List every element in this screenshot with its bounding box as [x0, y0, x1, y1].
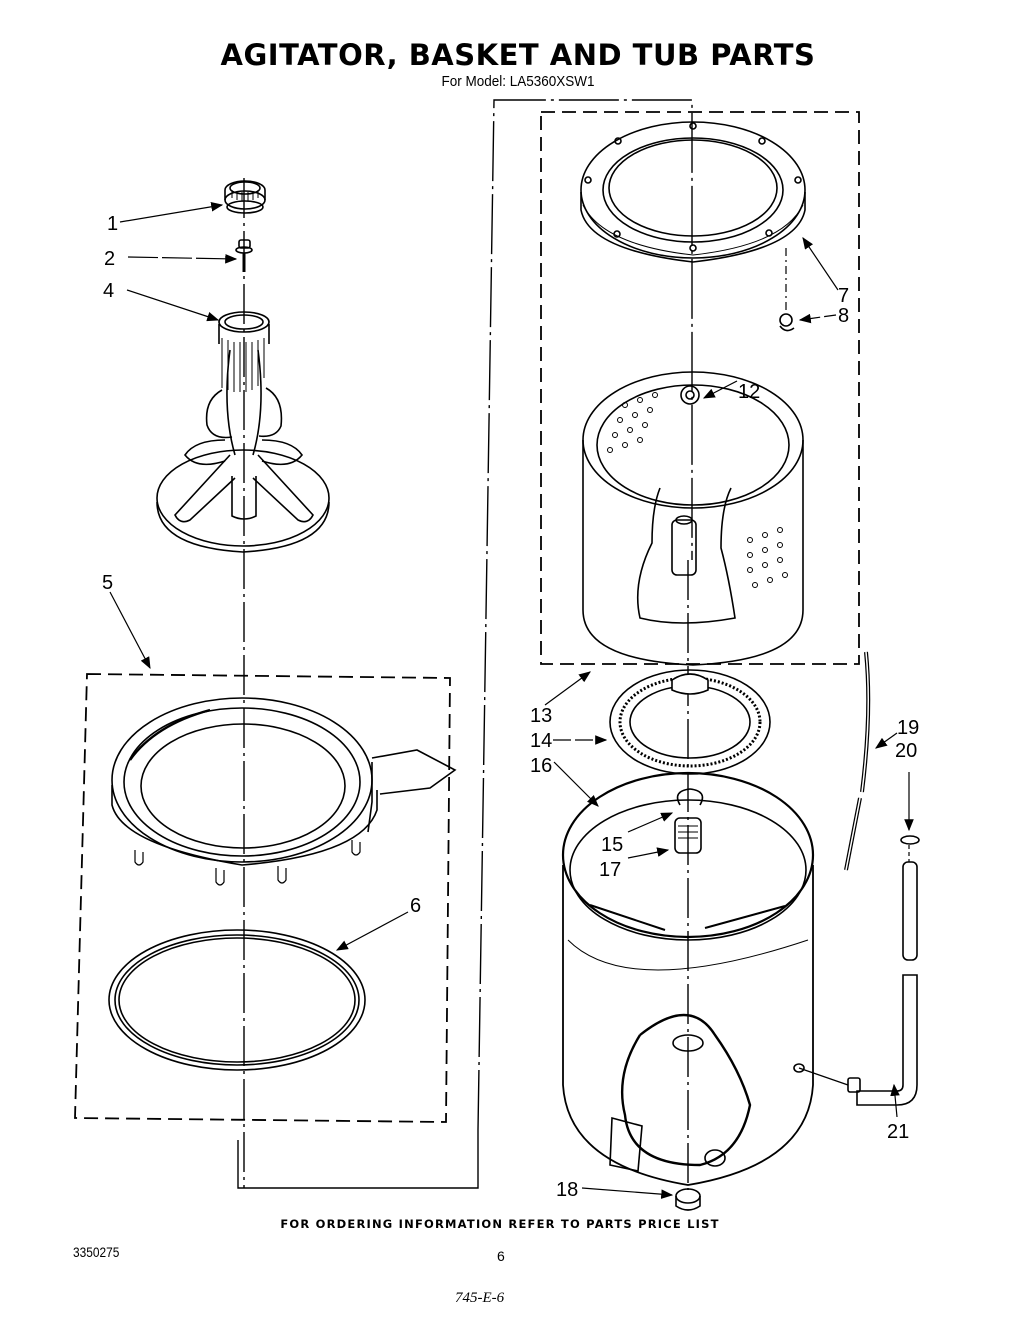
tub-ring-assembly-box	[74, 673, 451, 1123]
balance-ring-screw-part[interactable]	[779, 313, 795, 332]
basket-drive-nut-part[interactable]	[680, 385, 700, 405]
agitator-part[interactable]	[156, 311, 330, 553]
callout-18: 18	[556, 1179, 578, 1201]
callout-6: 6	[410, 895, 421, 917]
basket-assembly-box	[540, 111, 860, 665]
callout-17: 17	[599, 859, 621, 881]
callout-20: 20	[895, 740, 917, 762]
callout-1: 1	[107, 213, 118, 235]
hose-clamp-part[interactable]	[900, 835, 920, 845]
callout-5: 5	[102, 572, 113, 594]
page-number: 6	[497, 1248, 505, 1264]
callout-21: 21	[887, 1121, 909, 1143]
ordering-information-note: FOR ORDERING INFORMATION REFER TO PARTS …	[280, 1217, 720, 1231]
callout-4: 4	[103, 280, 114, 302]
page-title: AGITATOR, BASKET AND TUB PARTS	[220, 38, 816, 72]
callout-14: 14	[530, 730, 552, 752]
tub-ring-part[interactable]	[111, 697, 457, 886]
basket-drive-hub-part[interactable]	[609, 669, 771, 775]
drain-plug-part[interactable]	[675, 1188, 701, 1211]
basket-part[interactable]	[582, 371, 804, 666]
agitator-cap-part[interactable]	[224, 180, 266, 214]
callout-16: 16	[530, 755, 552, 777]
tub-part[interactable]	[561, 771, 815, 1186]
callout-7: 7	[838, 285, 849, 307]
callout-12: 12	[738, 381, 760, 403]
callout-2: 2	[104, 248, 115, 270]
tub-ring-seal-part[interactable]	[108, 929, 366, 1071]
tub-seal-part[interactable]	[674, 817, 702, 854]
document-number: 3350275	[73, 1244, 120, 1260]
callout-15: 15	[601, 834, 623, 856]
hose-part[interactable]	[844, 651, 871, 871]
handwritten-note: 745-E-6	[455, 1290, 505, 1306]
callout-19: 19	[897, 717, 919, 739]
retaining-ring-part[interactable]	[676, 788, 704, 806]
drain-hose-part[interactable]	[847, 861, 918, 1106]
callout-8: 8	[838, 305, 849, 327]
model-subtitle: For Model: LA5360XSW1	[441, 73, 595, 90]
assembly-lines	[237, 99, 693, 1190]
balance-ring-part[interactable]	[580, 121, 806, 263]
callout-13: 13	[530, 705, 552, 727]
agitator-bolt-part[interactable]	[235, 239, 253, 272]
